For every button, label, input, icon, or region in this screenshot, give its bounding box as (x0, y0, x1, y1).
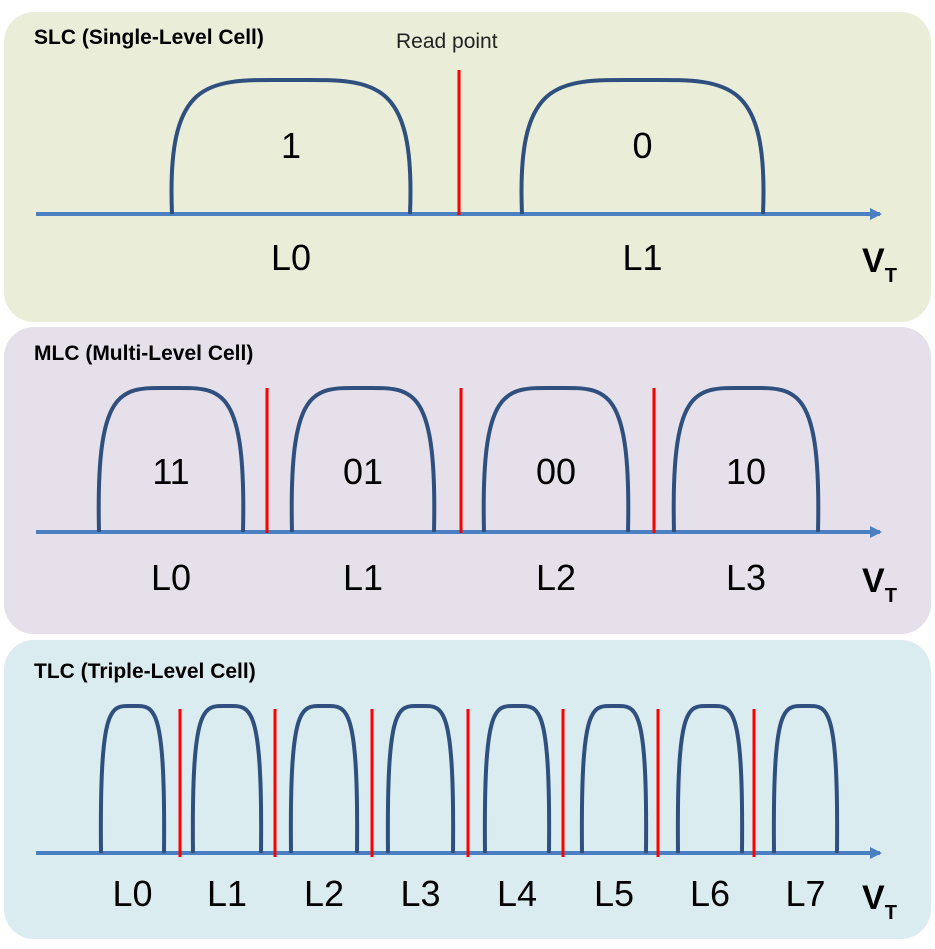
tlc-distribution-l1 (190, 703, 264, 854)
tlc-level-l6: L6 (690, 873, 730, 914)
mlc-distribution-l0 (96, 385, 246, 533)
slc-title: SLC (Single-Level Cell) (34, 26, 264, 49)
mlc-level-l1: L1 (343, 557, 383, 598)
mlc-bits-l1: 01 (343, 451, 383, 492)
mlc-level-l3: L3 (726, 557, 766, 598)
tlc-distribution-l4 (482, 703, 552, 854)
tlc-level-l1: L1 (207, 873, 247, 914)
mlc-panel (4, 327, 931, 634)
slc-bits-l1: 0 (632, 125, 652, 166)
tlc-level-l7: L7 (785, 873, 825, 914)
tlc-distribution-l6 (675, 703, 745, 854)
slc-level-l1: L1 (622, 237, 662, 278)
tlc-distribution-l5 (579, 703, 649, 854)
tlc-diagram: L0 L1 L2 L3 L4 L5 L6 L7 VT (36, 703, 897, 924)
mlc-level-l2: L2 (536, 557, 576, 598)
mlc-bits-l2: 00 (536, 451, 576, 492)
tlc-distribution-l2 (288, 703, 360, 854)
read-point-label: Read point (396, 30, 498, 53)
slc-level-l0: L0 (271, 237, 311, 278)
tlc-distribution-l0 (98, 703, 167, 854)
slc-distribution-l1 (519, 77, 766, 215)
mlc-bits-l3: 10 (726, 451, 766, 492)
mlc-vt-label: VT (862, 562, 897, 607)
slc-bits-l0: 1 (281, 125, 301, 166)
mlc-bits-l0: 11 (152, 451, 189, 492)
tlc-level-l4: L4 (497, 873, 537, 914)
slc-panel (4, 12, 931, 322)
slc-diagram: 1L0 0L1 VT (36, 70, 897, 287)
mlc-level-l0: L0 (151, 557, 191, 598)
tlc-title: TLC (Triple-Level Cell) (34, 660, 256, 683)
tlc-level-l0: L0 (112, 873, 152, 914)
slc-vt-label: VT (862, 242, 897, 287)
tlc-level-l3: L3 (400, 873, 440, 914)
mlc-distribution-l1 (289, 385, 437, 533)
tlc-level-l5: L5 (594, 873, 634, 914)
mlc-title: MLC (Multi-Level Cell) (34, 342, 254, 365)
slc-distribution-l0 (169, 77, 413, 215)
tlc-level-l2: L2 (304, 873, 344, 914)
tlc-distribution-l3 (385, 703, 456, 854)
tlc-distribution-l7 (771, 703, 840, 854)
mlc-distribution-l3 (671, 385, 821, 533)
tlc-vt-label: VT (862, 879, 897, 924)
mlc-distribution-l2 (481, 385, 631, 533)
